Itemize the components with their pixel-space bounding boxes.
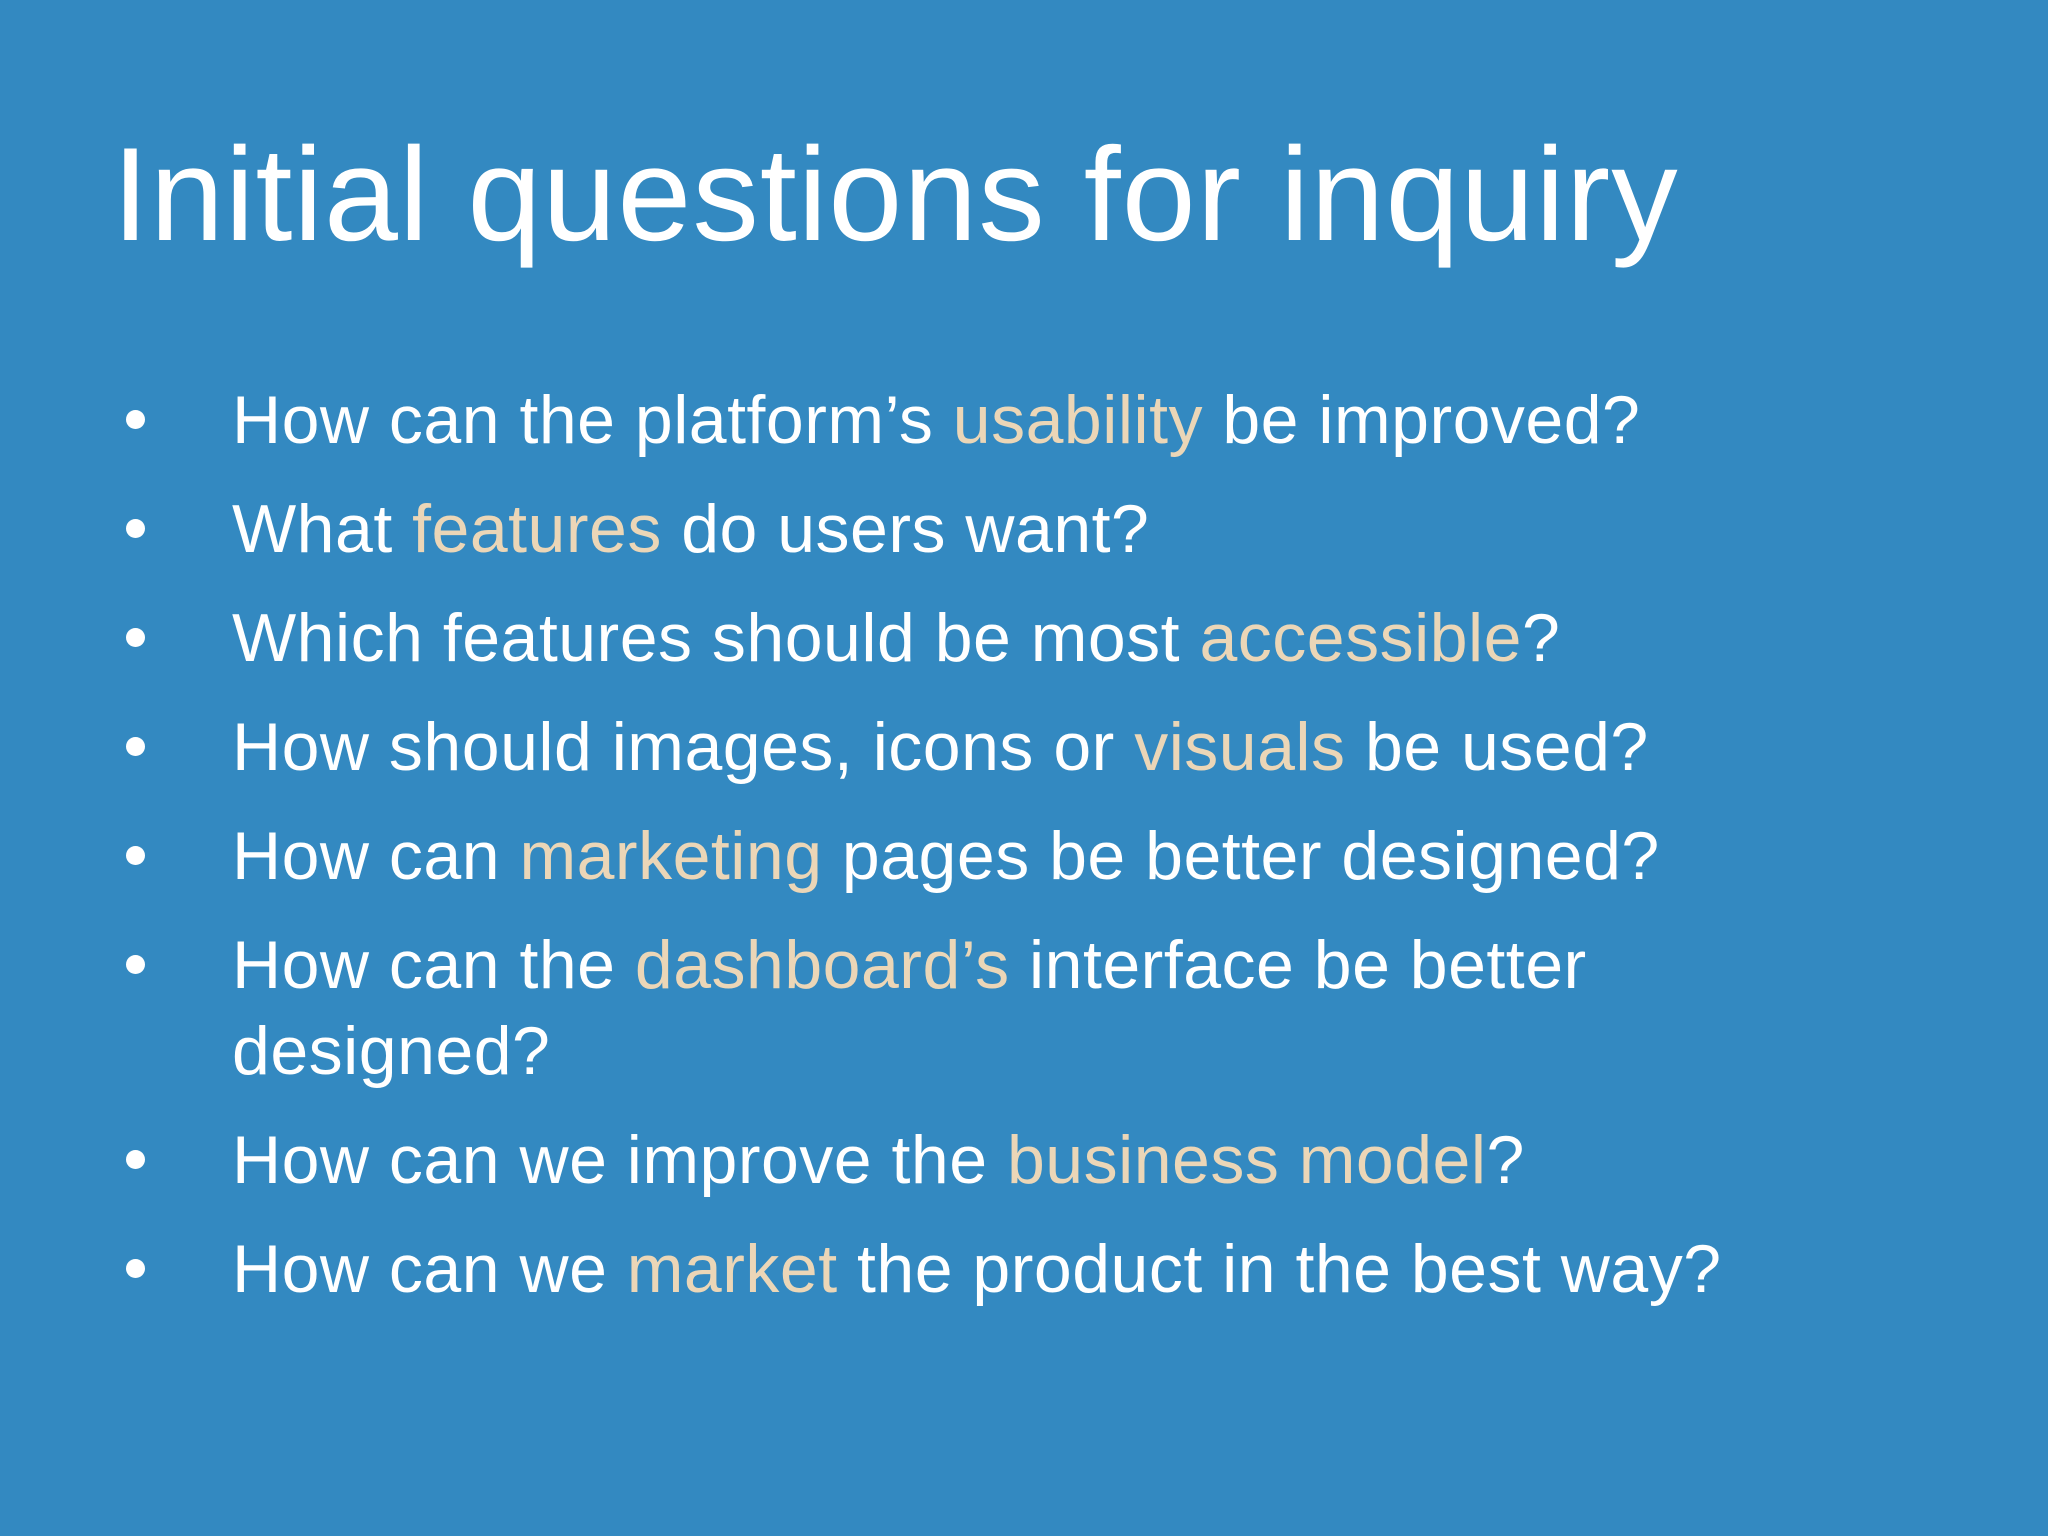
bullet-item: How can marketing pages be better design… — [0, 813, 2048, 899]
bullet-line: designed? — [232, 1008, 1587, 1094]
bullet-text: How should images, icons or visuals be u… — [232, 704, 1649, 790]
bullet-line: What features do users want? — [232, 486, 1149, 572]
bullet-run: Which features should be most — [232, 600, 1200, 676]
bullet-line: How can the platform’s usability be impr… — [232, 377, 1640, 463]
bullet-dot-icon — [126, 1259, 145, 1278]
bullet-run: be improved? — [1202, 382, 1641, 458]
bullet-line: How can marketing pages be better design… — [232, 813, 1660, 899]
bullet-item: How can the platform’s usability be impr… — [0, 377, 2048, 463]
bullet-line: Which features should be most accessible… — [232, 595, 1560, 681]
bullet-run: ? — [1521, 600, 1561, 676]
bullet-item: Which features should be most accessible… — [0, 595, 2048, 681]
bullet-run: do users want? — [661, 491, 1150, 567]
bullet-run: interface be better — [1009, 927, 1587, 1003]
bullet-line: How should images, icons or visuals be u… — [232, 704, 1649, 790]
bullet-item: How can we market the product in the bes… — [0, 1226, 2048, 1312]
highlighted-word: visuals — [1134, 709, 1346, 785]
bullet-run: How can we improve the — [232, 1122, 1007, 1198]
bullet-run: designed? — [232, 1013, 551, 1089]
bullet-item: What features do users want? — [0, 486, 2048, 572]
bullet-run: How should images, icons or — [232, 709, 1135, 785]
bullet-text: What features do users want? — [232, 486, 1149, 572]
bullet-run: ? — [1486, 1122, 1525, 1198]
bullet-line: How can we market the product in the bes… — [232, 1226, 1722, 1312]
bullet-text: How can we market the product in the bes… — [232, 1226, 1722, 1312]
bullet-line: How can the dashboard’s interface be bet… — [232, 922, 1587, 1008]
bullet-run: be used? — [1345, 709, 1649, 785]
bullet-text: How can we improve the business model? — [232, 1117, 1525, 1203]
bullet-dot-icon — [126, 737, 145, 756]
highlighted-word: marketing — [519, 818, 823, 894]
bullet-run: pages be better designed? — [822, 818, 1660, 894]
bullet-dot-icon — [126, 628, 145, 647]
bullet-run: How can — [232, 818, 520, 894]
bullet-line: How can we improve the business model? — [232, 1117, 1525, 1203]
highlighted-word: market — [626, 1231, 838, 1307]
bullet-dot-icon — [126, 846, 145, 865]
bullet-item: How can the dashboard’s interface be bet… — [0, 922, 2048, 1094]
bullet-run: the product in the best way? — [837, 1231, 1722, 1307]
bullet-list: How can the platform’s usability be impr… — [0, 377, 2048, 1335]
bullet-run: How can we — [232, 1231, 627, 1307]
bullet-dot-icon — [126, 519, 145, 538]
highlighted-word: features — [412, 491, 662, 567]
slide-title: Initial questions for inquiry — [112, 121, 1679, 269]
bullet-dot-icon — [126, 955, 145, 974]
bullet-item: How should images, icons or visuals be u… — [0, 704, 2048, 790]
bullet-text: How can marketing pages be better design… — [232, 813, 1660, 899]
highlighted-word: accessible — [1199, 600, 1522, 676]
bullet-text: How can the platform’s usability be impr… — [232, 377, 1640, 463]
bullet-run: How can the — [232, 927, 635, 1003]
highlighted-word: usability — [952, 382, 1203, 458]
bullet-run: What — [232, 491, 413, 567]
bullet-item: How can we improve the business model? — [0, 1117, 2048, 1203]
highlighted-word: business model — [1006, 1122, 1487, 1198]
bullet-dot-icon — [126, 1150, 145, 1169]
bullet-text: Which features should be most accessible… — [232, 595, 1560, 681]
bullet-text: How can the dashboard’s interface be bet… — [232, 922, 1587, 1094]
bullet-run: How can the platform’s — [232, 382, 953, 458]
highlighted-word: dashboard’s — [634, 927, 1010, 1003]
bullet-dot-icon — [126, 410, 145, 429]
